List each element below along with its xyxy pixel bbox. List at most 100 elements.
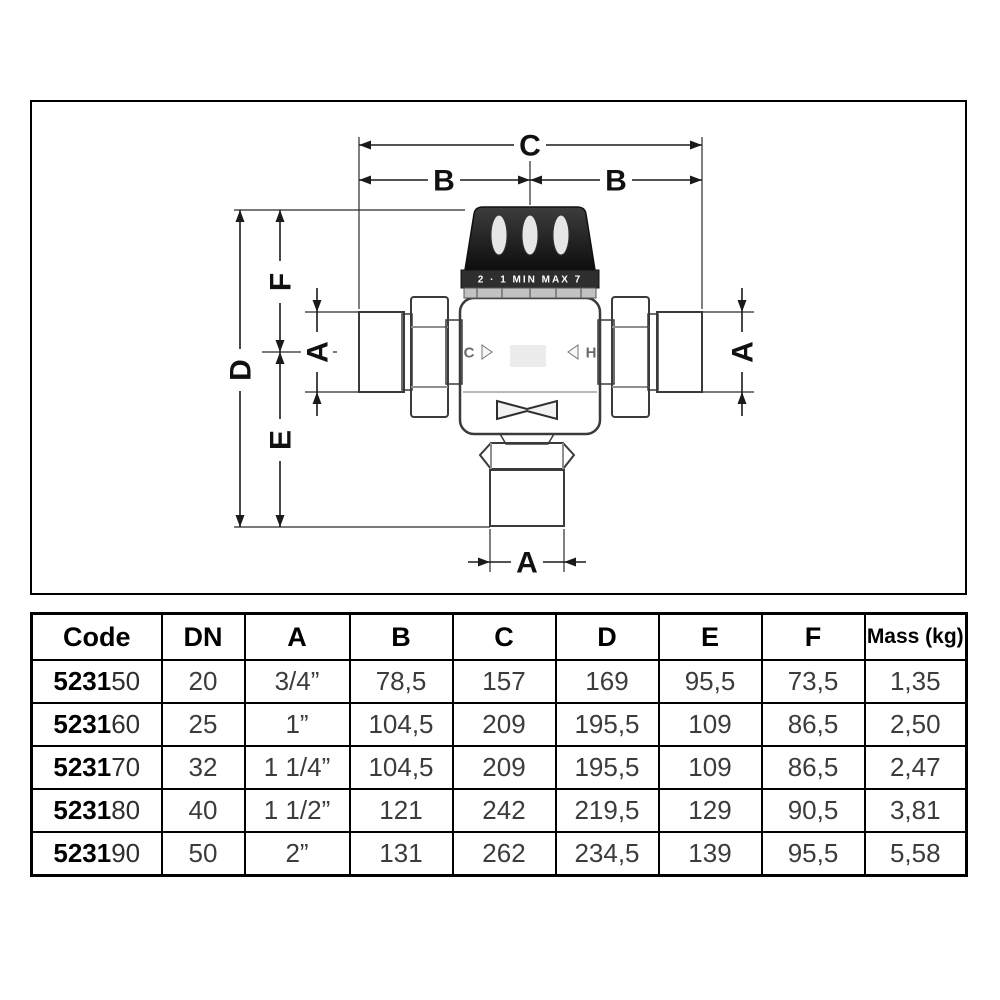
code-prefix: 5231	[53, 666, 112, 696]
bottom-threaded-connection	[489, 469, 565, 527]
body-sticker	[510, 345, 546, 367]
dim-b-left-label: B	[428, 164, 460, 198]
cell-e: 139	[657, 831, 763, 877]
arrowhead	[359, 175, 371, 185]
arrowhead	[275, 352, 285, 364]
dim-d-label: D	[224, 349, 258, 391]
left-union-nut	[410, 296, 449, 418]
arrowhead	[275, 210, 285, 222]
cell-b: 104,5	[348, 745, 454, 790]
arrowhead	[737, 392, 747, 404]
cell-b: 121	[348, 788, 454, 833]
hot-flow-arrow-icon	[567, 344, 579, 360]
mixing-valve-drawing: C H 2 · 1 MIN MAX 7	[358, 206, 703, 527]
col-header-c: C	[451, 612, 557, 661]
arrowhead	[312, 300, 322, 312]
svg-text:B: B	[433, 165, 455, 198]
arrowhead	[530, 175, 542, 185]
cell-a: 3/4”	[243, 659, 351, 704]
svg-text:A: A	[302, 341, 335, 363]
hot-port-label: H	[586, 344, 597, 361]
arrowhead	[690, 175, 702, 185]
col-header-a: A	[243, 612, 351, 661]
cell-c: 209	[451, 745, 557, 790]
col-header-mass: Mass (kg)	[863, 612, 968, 661]
cell-dn: 25	[160, 702, 246, 747]
table-header-row: Code DN A B C D E F Mass (kg)	[30, 612, 968, 661]
svg-text:A: A	[727, 341, 760, 363]
cell-code: 523170	[30, 745, 163, 790]
brand-ribbon-icon	[496, 399, 558, 421]
dim-a-bottom-label: A	[511, 546, 543, 580]
cell-mass: 3,81	[863, 788, 968, 833]
temperature-scale-text: 2 · 1 MIN MAX 7	[478, 275, 582, 286]
right-neck	[597, 319, 615, 385]
col-header-e: E	[657, 612, 763, 661]
cold-flow-arrow-icon	[481, 344, 493, 360]
cell-dn: 32	[160, 745, 246, 790]
cell-mass: 2,50	[863, 702, 968, 747]
cell-c: 262	[451, 831, 557, 877]
arrowhead	[564, 557, 576, 567]
cell-dn: 40	[160, 788, 246, 833]
knob-grip-slot	[490, 214, 508, 256]
svg-text:D: D	[225, 359, 258, 381]
dim-a-right-label: A	[726, 332, 760, 372]
cell-e: 109	[657, 702, 763, 747]
cell-c: 209	[451, 702, 557, 747]
cell-a: 2”	[243, 831, 351, 877]
code-suffix: 90	[111, 838, 141, 868]
cell-a: 1”	[243, 702, 351, 747]
cell-c: 157	[451, 659, 557, 704]
cell-f: 86,5	[760, 745, 866, 790]
cell-mass: 5,58	[863, 831, 968, 877]
cell-f: 73,5	[760, 659, 866, 704]
arrowhead	[275, 340, 285, 352]
cell-e: 95,5	[657, 659, 763, 704]
cell-e: 129	[657, 788, 763, 833]
table-row: 523170 32 1 1/4” 104,5 209 195,5 109 86,…	[30, 745, 968, 790]
col-header-code: Code	[30, 612, 163, 661]
cell-e: 109	[657, 745, 763, 790]
cold-port-label: C	[464, 344, 475, 361]
arrowhead	[518, 175, 530, 185]
dim-e-label: E	[264, 419, 298, 461]
svg-text:B: B	[605, 165, 627, 198]
cell-d: 195,5	[554, 745, 660, 790]
code-prefix: 5231	[53, 752, 112, 782]
dim-c-label: C	[514, 129, 546, 163]
dim-a-left-label: A	[301, 332, 335, 372]
table-row: 523160 25 1” 104,5 209 195,5 109 86,5 2,…	[30, 702, 968, 747]
col-header-f: F	[760, 612, 866, 661]
right-threaded-connection	[656, 311, 703, 393]
drawing-panel: C H 2 · 1 MIN MAX 7	[30, 100, 967, 595]
svg-text:F: F	[265, 273, 298, 291]
cell-dn: 20	[160, 659, 246, 704]
knob-grip-slot	[521, 214, 539, 256]
cell-b: 131	[348, 831, 454, 877]
left-threaded-connection	[358, 311, 405, 393]
cell-code: 523160	[30, 702, 163, 747]
cell-d: 219,5	[554, 788, 660, 833]
table-row: 523150 20 3/4” 78,5 157 169 95,5 73,5 1,…	[30, 659, 968, 704]
table-row: 523190 50 2” 131 262 234,5 139 95,5 5,58	[30, 831, 968, 877]
cell-d: 169	[554, 659, 660, 704]
code-suffix: 80	[111, 795, 141, 825]
cell-d: 195,5	[554, 702, 660, 747]
code-prefix: 5231	[53, 709, 112, 739]
arrowhead	[275, 515, 285, 527]
spec-table: Code DN A B C D E F Mass (kg) 523150 20 …	[30, 612, 968, 877]
cell-mass: 2,47	[863, 745, 968, 790]
arrowhead	[312, 392, 322, 404]
code-suffix: 70	[111, 752, 141, 782]
cell-mass: 1,35	[863, 659, 968, 704]
arrowhead	[690, 140, 702, 150]
svg-text:A: A	[516, 547, 538, 580]
arrowhead	[235, 515, 245, 527]
knob-grip-slot	[552, 214, 570, 256]
code-prefix: 5231	[53, 795, 112, 825]
cell-d: 234,5	[554, 831, 660, 877]
dim-f-label: F	[264, 261, 298, 303]
cell-f: 90,5	[760, 788, 866, 833]
